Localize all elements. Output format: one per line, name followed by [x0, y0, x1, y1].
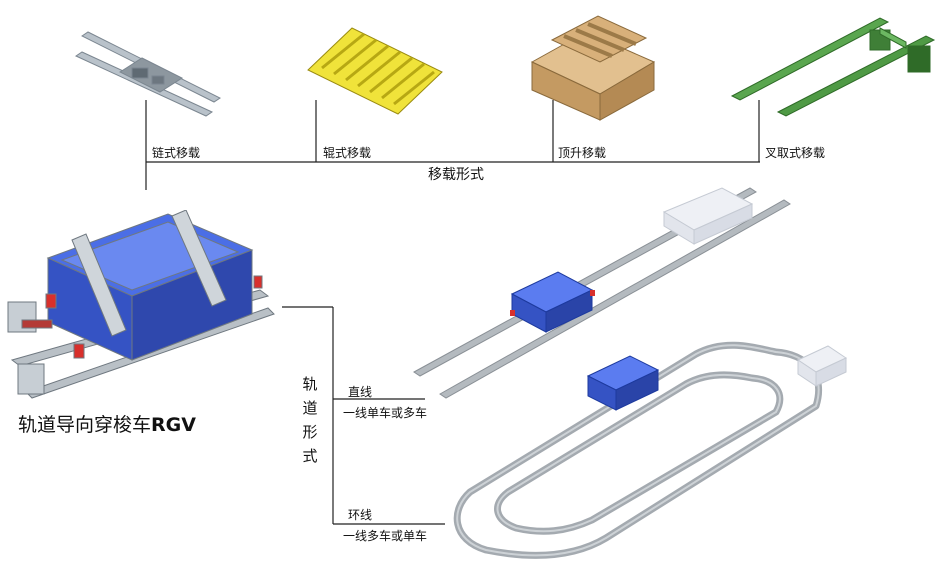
lift-transfer-label: 顶升移载 [558, 146, 607, 160]
track-form-char-2: 道 [302, 399, 318, 417]
straight-track-title: 直线 [348, 385, 373, 399]
straight-track-desc: 一线单车或多车 [343, 406, 428, 420]
track-form-char-4: 式 [302, 447, 318, 465]
rgv-main-illustration [7, 210, 275, 399]
rgv-title-suffix: RGV [151, 414, 196, 436]
rgv-title: 轨道导向穿梭车RGV [18, 414, 196, 436]
fork-transfer-label: 叉取式移载 [765, 146, 826, 160]
track-form-char-1: 轨 [302, 375, 318, 393]
transfer-group-label: 移载形式 [428, 167, 484, 183]
roller-transfer-label: 辊式移载 [323, 146, 372, 160]
loop-track-desc: 一线多车或单车 [343, 529, 428, 543]
lift-transfer-illustration [530, 15, 656, 121]
rgv-title-text: 轨道导向穿梭车 [18, 414, 152, 436]
chain-transfer-illustration [74, 31, 221, 117]
roller-transfer-illustration [307, 27, 443, 115]
loop-track-illustration [453, 341, 848, 559]
track-form-vertical-label: 轨 道 形 式 [301, 372, 319, 468]
fork-transfer-illustration [730, 17, 936, 117]
chain-transfer-label: 链式移载 [152, 146, 201, 160]
loop-track-title: 环线 [348, 508, 373, 522]
track-form-char-3: 形 [302, 423, 318, 441]
straight-track-illustration [413, 187, 791, 399]
